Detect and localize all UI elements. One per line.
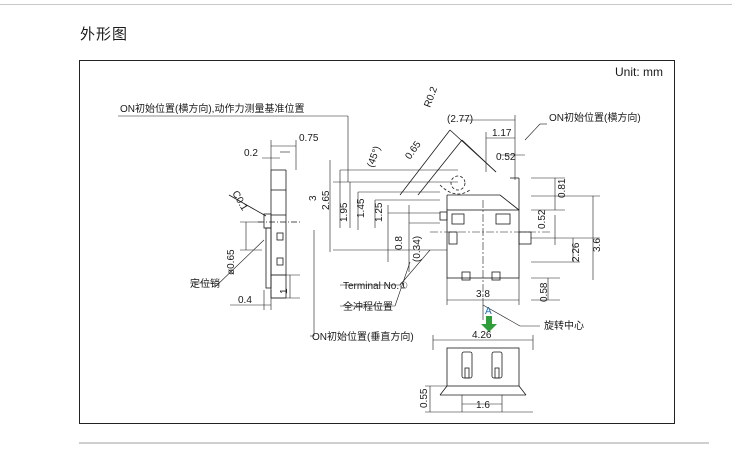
dim-0-65: 0.65 (403, 139, 423, 162)
label-on-initial-horizontal: ON初始位置(横方向) (549, 111, 641, 124)
drawing-frame (79, 60, 675, 424)
dim-0-8: 0.8 (394, 236, 405, 250)
dim-2-65: 2.65 (321, 190, 332, 210)
page-heading: 外形图 (80, 25, 129, 43)
dim-45-deg: (45°) (365, 145, 383, 169)
dim-0-4: 0.4 (238, 295, 252, 306)
unit-label: Unit: mm (615, 65, 663, 79)
dim-4-26: 4.26 (472, 330, 492, 341)
dim-2-77: (2.77) (447, 114, 473, 125)
dim-0-52-right: 0.52 (537, 209, 548, 229)
label-terminal-no: Terminal No.① (343, 281, 408, 292)
dim-3-6: 3.6 (592, 238, 603, 252)
view-a-arrow (481, 316, 497, 332)
label-on-initial-vertical: ON初始位置(垂直方向) (312, 330, 414, 343)
dim-1-95: 1.95 (339, 202, 350, 222)
dim-3: 3 (308, 195, 319, 201)
view-a-label: A (485, 306, 492, 317)
dim-c0-1: C0.1 (229, 189, 249, 213)
top-divider (0, 4, 732, 5)
front-view (399, 129, 550, 320)
side-view-dimensions (214, 140, 300, 310)
label-rotation-center: 旋转中心 (544, 319, 584, 332)
bottom-divider (79, 442, 709, 444)
view-a (425, 335, 534, 413)
dim-3-8: 3.8 (476, 289, 490, 300)
leader-lines (118, 115, 547, 337)
label-full-stroke-position: 全冲程位置 (343, 300, 393, 313)
dim-2-26: 2.26 (571, 242, 582, 262)
label-on-initial-horizontal-reference: ON初始位置(横方向),动作力测量基准位置 (120, 102, 304, 115)
dim-1-6: 1.6 (476, 400, 490, 411)
label-locating-pin: 定位销 (190, 277, 220, 290)
dim-r0-2: R0.2 (422, 85, 440, 109)
dim-0-2: 0.2 (244, 148, 258, 159)
dim-1-45: 1.45 (356, 198, 367, 218)
dim-1-17: 1.17 (492, 128, 512, 139)
front-view-dimensions (329, 115, 600, 305)
dim-0-81: 0.81 (557, 178, 568, 198)
dim-0-75: 0.75 (299, 133, 319, 144)
dim-0-34: (0.34) (412, 236, 423, 262)
dim-0-55: 0.55 (419, 388, 430, 408)
dim-0-52-top: 0.52 (496, 152, 516, 163)
dim-1-25: 1.25 (374, 202, 385, 222)
dim-0-58: 0.58 (539, 282, 550, 302)
dim-1: 1 (279, 288, 290, 294)
dim-phi-0-65: ø0.65 (226, 249, 237, 275)
